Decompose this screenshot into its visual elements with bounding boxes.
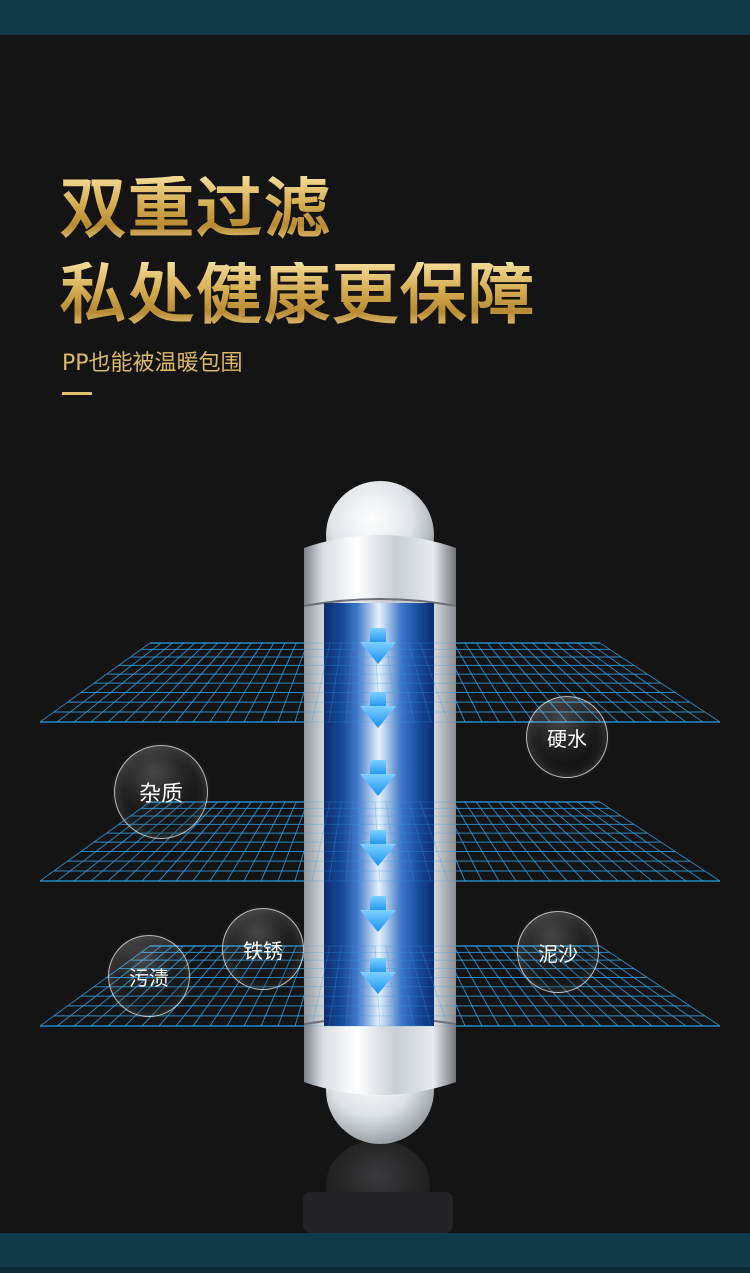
grid-line [464,801,517,882]
grid-line [419,801,449,882]
grid-line [599,945,721,1027]
impurity-bubble-nisha: 泥沙 [517,911,599,993]
grid-line [158,801,230,882]
impurity-bubble-zazhi: 杂质 [114,745,208,839]
grid-line [192,642,252,723]
grid-line [243,801,286,882]
impurity-bubble-tiexiu: 铁锈 [222,908,304,990]
grid-line [577,642,687,723]
grid-line [453,642,500,723]
grid-line [498,801,568,882]
grid-line [73,642,173,723]
top-ring [304,535,456,606]
grid-line [311,945,331,1027]
filter-shadow [303,1140,453,1233]
grid-line [362,945,365,1027]
bottom-band [0,1233,750,1273]
grid-line [328,945,342,1027]
grid-line [277,801,308,882]
bottom-ring [304,1018,456,1095]
grid-line [90,642,185,723]
gold-divider [62,392,92,395]
grid-line [543,801,636,882]
grid-line [543,642,636,723]
impurity-bubble-yingshui: 硬水 [526,696,608,778]
grid-line [260,642,297,723]
grid-line [385,801,398,882]
headline-line-1: 双重过滤 [60,170,332,247]
grid-line [141,801,218,882]
impurity-bubble-wuzi: 污渍 [108,935,190,1017]
grid-line [532,801,619,882]
grid-line [39,642,151,723]
grid-line [385,642,398,723]
grid-line [565,642,670,723]
grid-line [588,945,704,1027]
grid-line [565,801,670,882]
grid-line [345,801,353,882]
grid-line [226,642,275,723]
grid-line [577,801,687,882]
grid-line [345,642,353,723]
headline-line-2: 私处健康更保障 [60,256,536,333]
grid-line [277,642,308,723]
grid-line [520,801,602,882]
grid-line [408,642,432,723]
grid-line [475,801,534,882]
grid-line [243,642,286,723]
grid-line [175,801,241,882]
grid-line [509,801,585,882]
grid-line [328,642,342,723]
grid-line [453,945,500,1027]
grid-line [408,801,432,882]
grid-line [175,642,241,723]
grid-line [328,801,342,882]
subtitle: PP也能被温暖包围 [62,351,243,376]
grid-line [408,945,432,1027]
grid-line [158,642,230,723]
grid-line [345,945,353,1027]
top-band [0,0,750,35]
grid-line [192,801,252,882]
grid-line [419,642,449,723]
grid-line [397,945,415,1027]
grid-line [498,945,568,1027]
grid-line [419,945,449,1027]
grid-line [453,801,500,882]
grid-line [588,642,704,723]
grid-line [56,642,162,723]
grid-line [475,945,534,1027]
grid-line [588,801,704,882]
filter-core [324,603,434,1026]
grid-line [311,642,331,723]
grid-line [124,642,207,723]
grid-line [487,801,551,882]
grid-line [464,642,517,723]
grid-line [397,642,415,723]
grid-line [311,801,331,882]
grid-line [554,642,653,723]
grid-line [209,642,263,723]
grid-line [260,801,297,882]
grid-line [397,801,415,882]
grid-line [385,945,398,1027]
grid-line [487,945,551,1027]
grid-line [209,801,263,882]
grid-line [226,801,275,882]
grid-line [599,642,721,723]
grid-line [475,642,534,723]
grid-line [464,945,517,1027]
grid-line [599,801,721,882]
grid-line [107,642,196,723]
grid-line [554,801,653,882]
grid-line [141,642,218,723]
grid-line [532,642,619,723]
grid-line [362,801,365,882]
grid-line [158,945,230,1027]
